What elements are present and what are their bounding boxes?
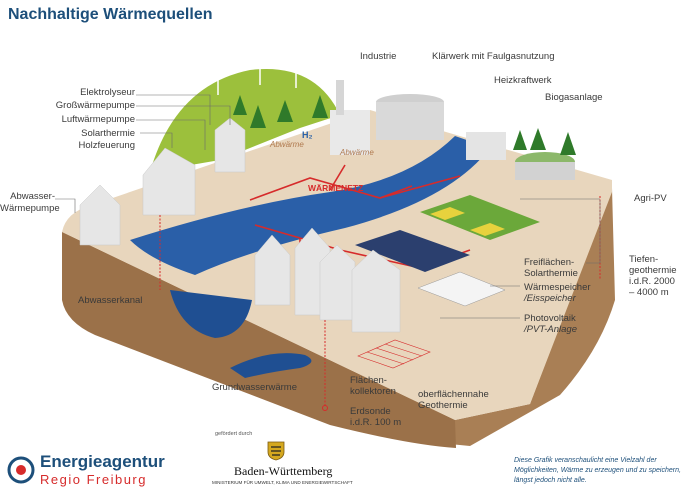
logo-text-energieagentur: Energieagentur bbox=[40, 452, 165, 471]
label-biogas: Biogasanlage bbox=[545, 92, 603, 103]
label-heizkraftwerk: Heizkraftwerk bbox=[494, 75, 552, 86]
label-flaechen-2: kollektoren bbox=[350, 386, 396, 397]
groundwater-pool bbox=[170, 290, 252, 338]
label-tiefen-2: geothermie bbox=[629, 265, 677, 276]
coat-of-arms-icon bbox=[267, 441, 285, 461]
ministry-text: MINISTERIUM FÜR UMWELT, KLIMA UND ENERGI… bbox=[212, 480, 353, 485]
label-agripv: Agri-PV bbox=[634, 193, 667, 204]
label-erdsonde-1: Erdsonde bbox=[350, 406, 391, 417]
label-klaerwerk: Klärwerk mit Faulgasnutzung bbox=[432, 51, 555, 62]
label-freiflaechen-2: Solarthermie bbox=[524, 268, 578, 279]
heat-storage bbox=[417, 271, 506, 307]
agri-pv-field bbox=[420, 195, 540, 240]
label-flaechen-1: Flächen- bbox=[350, 375, 387, 386]
label-abwaerme-1: Abwärme bbox=[270, 140, 304, 149]
label-grundwasser: Grundwasserwärme bbox=[212, 382, 297, 393]
label-tiefen-4: – 4000 m bbox=[629, 287, 669, 298]
label-abwasser-line1: Abwasser- bbox=[10, 191, 55, 202]
label-elektrolyseur: Elektrolyseur bbox=[80, 87, 135, 98]
label-pv-1: Photovoltaik bbox=[524, 313, 576, 324]
leader-lines bbox=[55, 94, 601, 319]
label-freiflaechen-1: Freiflächen- bbox=[524, 257, 575, 268]
funded-by-text: gefördert durch bbox=[215, 431, 253, 437]
river bbox=[130, 136, 490, 275]
label-speicher-2: /Eisspeicher bbox=[524, 293, 576, 304]
label-solarthermie: Solarthermie bbox=[81, 128, 135, 139]
label-abwasser-line2: Wärmepumpe bbox=[0, 203, 60, 214]
flat-collector-grid bbox=[357, 339, 431, 369]
solar-field bbox=[355, 230, 470, 272]
groundwater-flow bbox=[230, 353, 312, 378]
label-h2: H₂ bbox=[302, 130, 313, 140]
label-oberfl-1: oberflächennahe bbox=[418, 389, 489, 400]
logo-text-regio-freiburg: Regio Freiburg bbox=[40, 472, 147, 487]
label-abwaerme-2: Abwärme bbox=[340, 148, 374, 157]
label-waermenetz: WÄRMENETZ bbox=[308, 183, 364, 193]
wind-turbines bbox=[217, 45, 297, 95]
erdsonde-marker bbox=[322, 405, 328, 411]
label-grosswaermepumpe: Großwärmepumpe bbox=[55, 100, 135, 111]
label-oberfl-2: Geothermie bbox=[418, 400, 468, 411]
label-erdsonde-2: i.d.R. 100 m bbox=[350, 417, 402, 428]
disclaimer-text: Diese Grafik veranschaulicht eine Vielza… bbox=[514, 457, 681, 484]
label-abwasserkanal: Abwasserkanal bbox=[78, 295, 143, 306]
energieagentur-logo-icon bbox=[7, 456, 35, 484]
bw-wordmark: Baden-Württemberg bbox=[234, 464, 333, 478]
houses bbox=[79, 117, 401, 333]
label-luftwaermepumpe: Luftwärmepumpe bbox=[61, 114, 135, 125]
label-tiefen-1: Tiefen- bbox=[629, 254, 659, 265]
trees bbox=[233, 95, 576, 155]
label-tiefen-3: i.d.R. 2000 bbox=[629, 276, 675, 287]
label-speicher-1: Wärmespeicher bbox=[524, 282, 591, 293]
label-pv-2: /PVT-Anlage bbox=[524, 324, 577, 335]
label-industrie: Industrie bbox=[360, 51, 397, 62]
industry-buildings bbox=[330, 80, 575, 180]
page-title: Nachhaltige Wärmequellen bbox=[8, 6, 213, 23]
label-holzfeuerung: Holzfeuerung bbox=[78, 140, 135, 151]
